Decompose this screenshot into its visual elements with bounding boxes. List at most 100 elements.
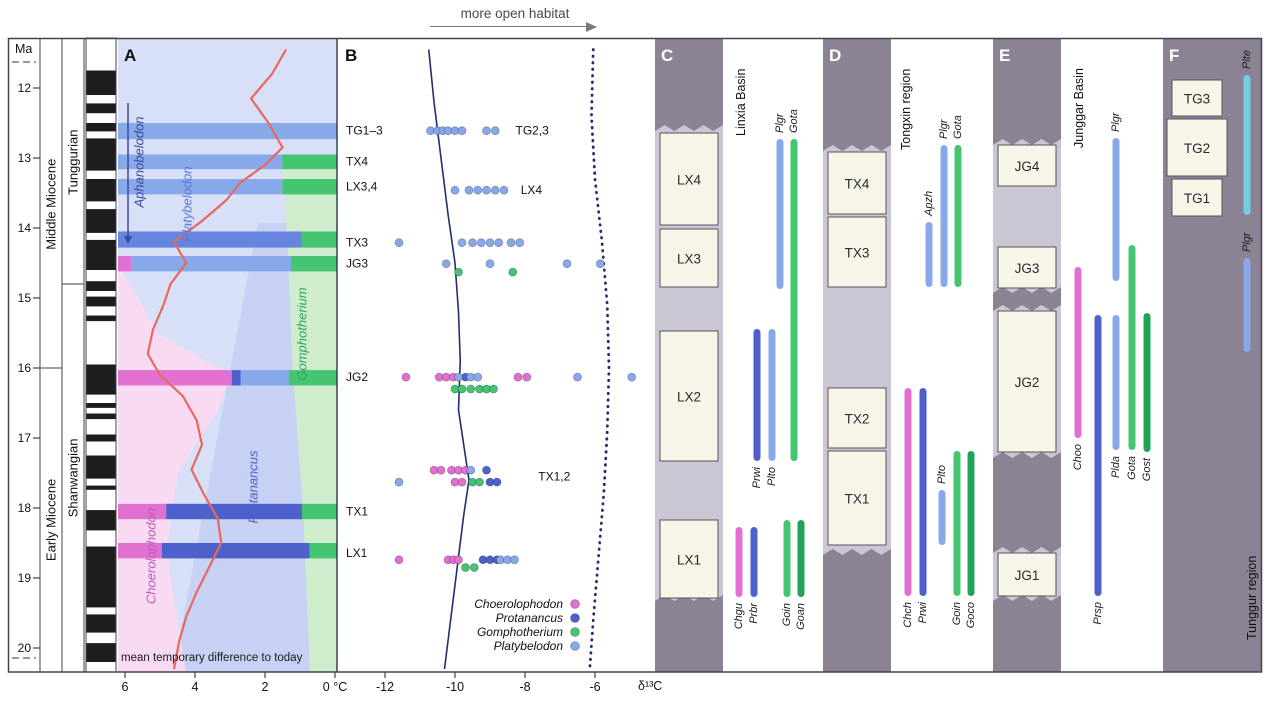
row-label-TG1–3: TG1–3: [346, 124, 383, 138]
strat-unit-LX1: [659, 519, 719, 599]
polarity-chron: [86, 281, 116, 291]
row-label-TX4: TX4: [346, 155, 368, 169]
more-open-habitat-arrow-line: [430, 26, 588, 27]
d13c-axis-label: δ¹³C: [638, 679, 663, 693]
assemblage-band-TX4: [282, 154, 337, 170]
aphanobelodon-arrow: [124, 236, 132, 244]
d13c-point-Platybelodon: [482, 185, 491, 195]
temp-axis-tick-label: 4: [192, 680, 199, 694]
row-label-LX1: LX1: [346, 546, 368, 560]
genus-label-Gomphotherium: Gomphotherium: [295, 287, 310, 380]
d13c-point-Platybelodon: [499, 185, 509, 195]
d13c-point-Choerolophodon: [454, 555, 463, 565]
assemblage-band-TX1: [166, 503, 302, 520]
taxon-label-Goin: Goin: [951, 602, 963, 625]
d13c-point-Platybelodon: [562, 259, 572, 269]
strat-unit-JG3: [997, 246, 1057, 289]
d13c-point-Platybelodon: [573, 372, 582, 382]
assemblage-band-JG2: [240, 370, 289, 386]
assemblage-band-LX1: [309, 543, 337, 559]
taxon-label-Plgr: Plgr: [774, 112, 786, 133]
d13c-point-Gomphotherium: [489, 384, 498, 394]
genus-label-Platybelodon: Platybelodon: [180, 166, 195, 241]
strat-unit-JG2: [997, 310, 1057, 453]
d13c-point-Platybelodon: [627, 372, 637, 382]
strat-unit-TX1: [827, 450, 887, 546]
strat-unit-label-TX2: TX2: [845, 412, 870, 427]
assemblage-band-LX3,4: [282, 179, 337, 195]
taxon-label-Gost: Gost: [1141, 457, 1153, 481]
range-bar-Apzh: [925, 222, 933, 287]
ma-tick-label: 12: [18, 81, 32, 95]
d13c-axis-tick-label: -8: [519, 680, 530, 694]
strat-unit-JG1: [997, 552, 1057, 597]
d13c-point-Protanancus: [482, 465, 491, 475]
taxon-label-Chgu: Chgu: [733, 603, 745, 629]
dark-interval: [655, 595, 723, 672]
range-bar-Gota: [1128, 245, 1136, 450]
polarity-chron: [86, 614, 116, 633]
d13c-point-Platybelodon: [506, 238, 516, 248]
assemblage-band-TX4: [118, 154, 283, 170]
polarity-chron: [86, 434, 116, 442]
taxon-label-Goin: Goin: [781, 603, 793, 626]
ma-tick-label: 17: [18, 431, 32, 445]
strat-unit-TG3: [1171, 79, 1223, 117]
d13c-point-Platybelodon: [464, 185, 474, 195]
temp-axis-tick-label: 0 °C: [323, 680, 347, 694]
d13c-point-Platybelodon: [473, 372, 483, 382]
temperature-curve: [146, 48, 287, 670]
genus-label-Aphanobelodon: Aphanobelodon: [132, 116, 147, 208]
strat-unit-label-JG4: JG4: [1015, 159, 1040, 174]
polarity-chron: [86, 239, 116, 270]
dark-interval: [823, 38, 891, 151]
assemblage-band-LX1: [118, 543, 162, 559]
ma-tick-label: 19: [18, 571, 32, 585]
strat-unit-label-TG2: TG2: [1184, 141, 1210, 156]
taxon-label-Plgr: Plgr: [1241, 231, 1253, 252]
strat-unit-label-TG1: TG1: [1184, 191, 1210, 206]
region-name-F: Tunggur region: [1245, 556, 1259, 640]
taxon-label-Chch: Chch: [902, 602, 914, 628]
taxon-label-Prsp: Prsp: [1092, 602, 1104, 625]
dark-interval: [993, 452, 1061, 553]
range-bar-Plte: [1243, 75, 1251, 215]
polarity-chron: [86, 455, 116, 479]
row-label-TX1: TX1: [346, 505, 368, 519]
strat-unit-label-JG1: JG1: [1015, 568, 1040, 583]
d13c-point-Gomphotherium: [508, 267, 518, 277]
polarity-chron: [86, 510, 116, 531]
d13c-point-Platybelodon: [490, 185, 500, 195]
taxon-label-Plgr: Plgr: [1110, 111, 1122, 132]
region-name-C: Linxia Basin: [734, 69, 748, 136]
range-bar-Plda: [1112, 315, 1120, 450]
range-bar-Goco: [967, 451, 975, 596]
region-name-D: Tongxin region: [899, 69, 913, 150]
polarity-chron: [86, 315, 116, 322]
cluster-label-TG2,3: TG2,3: [516, 124, 550, 138]
taxon-label-Goco: Goco: [965, 602, 977, 628]
strat-unit-TX2: [827, 387, 887, 449]
more-open-habitat-label: more open habitat: [460, 6, 570, 21]
d13c-point-Platybelodon: [457, 126, 467, 136]
row-label-LX3,4: LX3,4: [346, 180, 378, 194]
range-bar-Plgr: [1112, 138, 1120, 281]
strat-unit-label-LX1: LX1: [677, 553, 701, 568]
range-bar-Gota: [954, 145, 962, 287]
ma-tick-label: 18: [18, 501, 32, 515]
range-bar-Goin: [783, 520, 791, 597]
strat-unit-label-TG3: TG3: [1184, 92, 1210, 107]
polarity-chron: [86, 413, 116, 420]
polarity-chron: [86, 123, 116, 132]
legend-label-Protanancus: Protanancus: [496, 611, 563, 625]
panel-letter-D: D: [829, 46, 841, 65]
ma-unit-label: Ma: [15, 42, 33, 56]
strat-unit-LX2: [659, 330, 719, 462]
strat-unit-TX3: [827, 216, 887, 288]
genus-label-Choerolophodon: Choerolophodon: [144, 508, 159, 604]
d13c-point-Platybelodon: [454, 372, 463, 382]
range-bar-Plgr: [940, 145, 948, 287]
